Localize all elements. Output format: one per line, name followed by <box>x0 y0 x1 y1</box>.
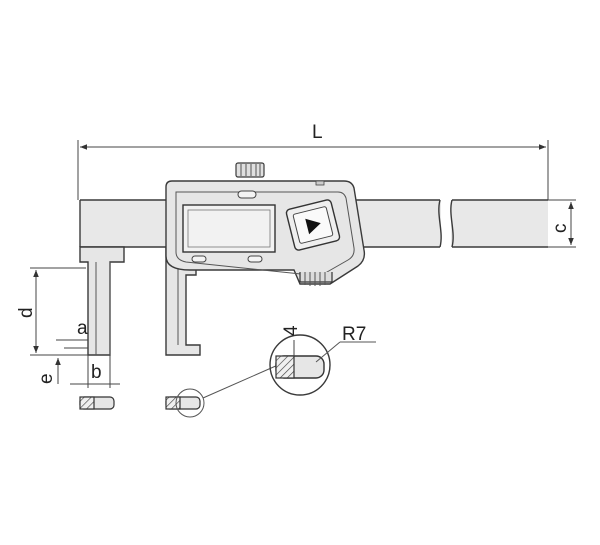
label-r7: R7 <box>342 324 366 345</box>
dimension-b: b <box>70 355 120 388</box>
beam-break <box>441 199 451 249</box>
label-L: L <box>312 122 323 143</box>
button-right <box>247 255 263 263</box>
thumb-wheel-knurl <box>240 164 261 176</box>
dimension-d: d <box>16 267 86 356</box>
label-a: a <box>77 318 88 339</box>
dimension-e: e <box>36 354 88 384</box>
label-c: c <box>550 224 571 234</box>
dimension-L: L <box>77 122 549 200</box>
label-4: 4 <box>281 325 302 336</box>
thumb-wheel <box>235 162 265 178</box>
jaw-cross-section-right <box>165 364 279 418</box>
zero-button <box>285 199 341 251</box>
fine-adjust-roller <box>299 272 333 286</box>
dimension-c: c <box>548 199 576 248</box>
button-left <box>191 255 207 263</box>
label-d: d <box>16 307 37 318</box>
detail-view: 4 R7 <box>269 324 376 396</box>
label-b: b <box>91 362 102 383</box>
top-slot <box>237 190 257 199</box>
label-e: e <box>36 373 57 384</box>
lcd-display <box>182 204 276 253</box>
jaw-cross-section-left <box>79 396 115 410</box>
dimension-a: a <box>56 318 88 349</box>
play-icon <box>305 218 321 235</box>
slider-body <box>165 162 366 286</box>
